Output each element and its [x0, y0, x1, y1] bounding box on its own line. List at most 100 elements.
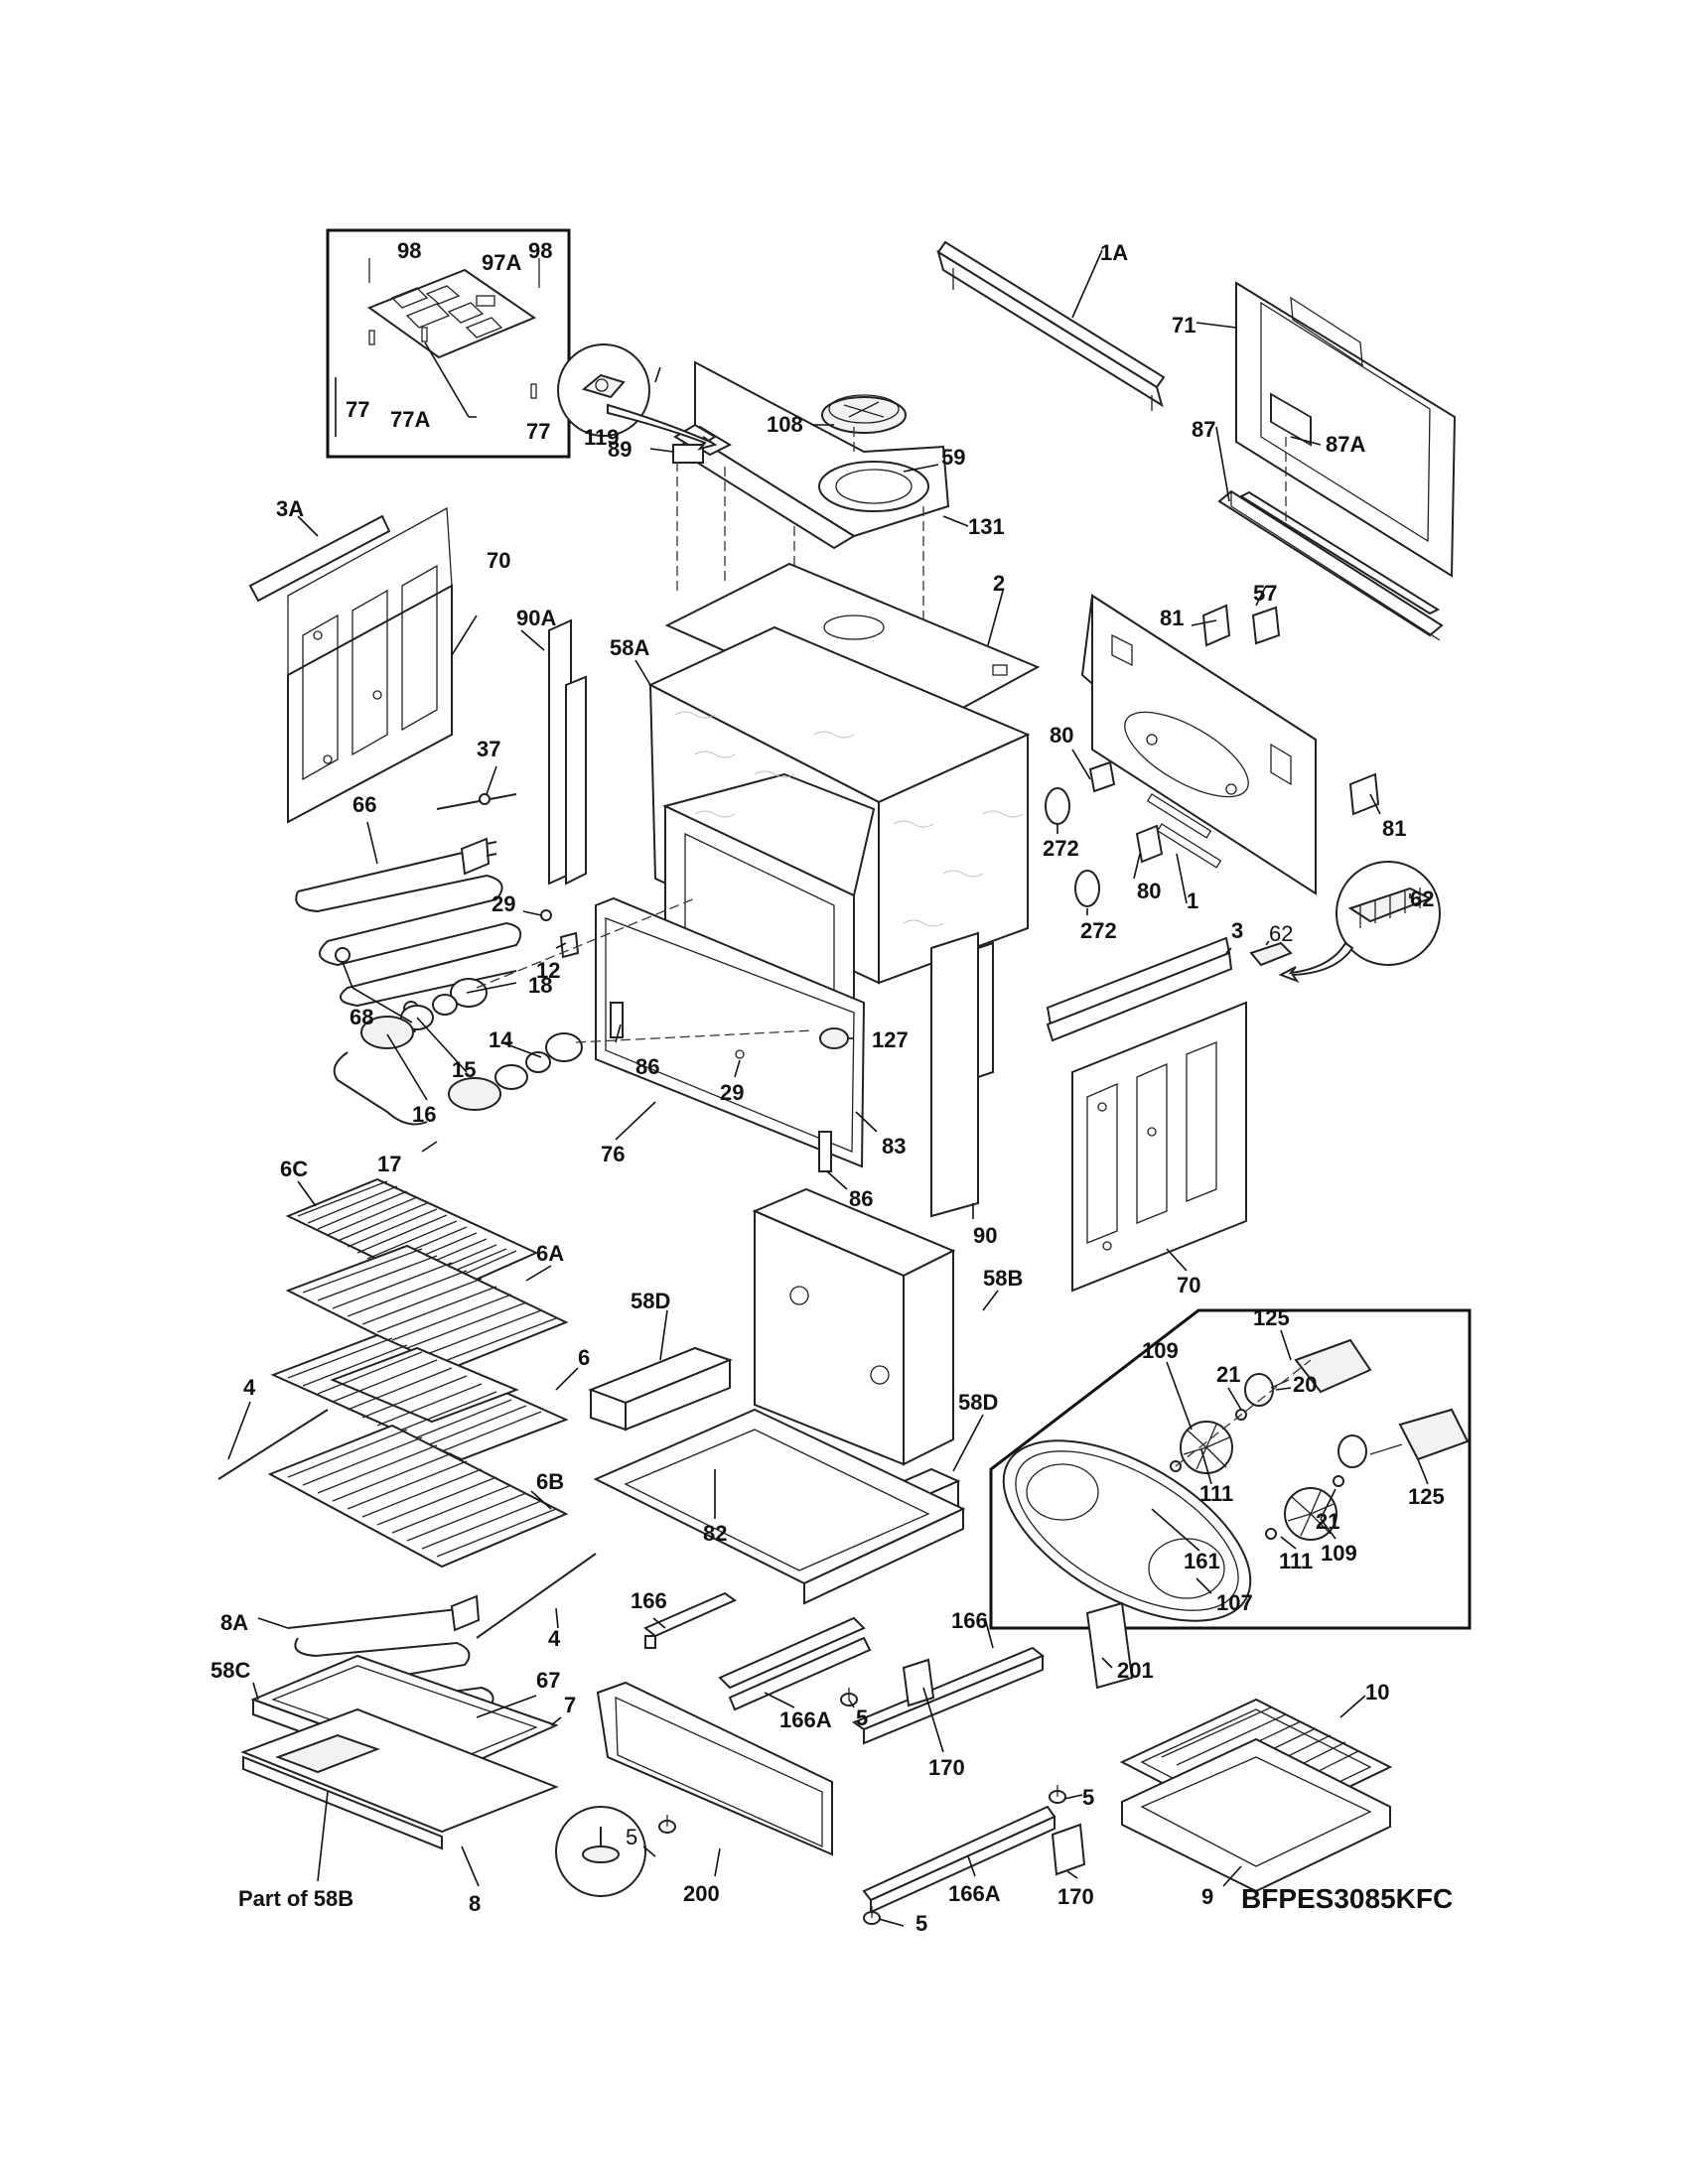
label-77: 77 [526, 419, 550, 444]
label-97A: 97A [482, 250, 521, 275]
label-62: 62 [1410, 887, 1434, 911]
label-87A: 87A [1326, 432, 1365, 457]
label-10: 10 [1365, 1680, 1389, 1705]
label-58A: 58A [610, 635, 649, 660]
control-board-inset [326, 228, 571, 459]
side-insulation-left [548, 618, 587, 886]
label-6B: 6B [536, 1469, 564, 1494]
label-108: 108 [767, 412, 803, 437]
label-86: 86 [635, 1054, 659, 1079]
rear-top-rail [936, 240, 1166, 411]
label-98: 98 [528, 238, 552, 263]
right-side-panel [1071, 1001, 1247, 1293]
label-68: 68 [350, 1005, 373, 1029]
label-3A: 3A [276, 496, 304, 521]
label-2: 2 [993, 571, 1005, 596]
label-58D: 58D [958, 1390, 998, 1415]
label-58C: 58C [211, 1658, 250, 1683]
label-77: 77 [346, 397, 369, 422]
oven-lamp-assembly [333, 897, 815, 1126]
label-66: 66 [352, 792, 376, 817]
label-81: 81 [1160, 606, 1184, 630]
label-5: 5 [915, 1911, 927, 1936]
label-4: 4 [243, 1375, 256, 1400]
label-80: 80 [1137, 879, 1161, 903]
label-272: 272 [1080, 918, 1117, 943]
label-201: 201 [1117, 1658, 1154, 1683]
label-131: 131 [968, 514, 1005, 539]
convection-fan-inset [989, 1308, 1472, 1630]
label-59: 59 [941, 445, 965, 470]
side-insulation-right [930, 931, 994, 1218]
label-83: 83 [882, 1134, 906, 1159]
label-80: 80 [1050, 723, 1073, 748]
left-side-panel [248, 506, 453, 824]
label-3: 3 [1231, 918, 1243, 943]
label-1: 1 [1187, 888, 1198, 913]
label-76: 76 [601, 1142, 625, 1166]
label-111: 111 [1199, 1481, 1233, 1506]
label-166: 166 [951, 1608, 988, 1633]
label-109: 109 [1142, 1338, 1179, 1363]
label-9: 9 [1201, 1884, 1213, 1909]
label-29: 29 [720, 1080, 744, 1105]
oven-rack-6 [270, 1333, 569, 1461]
label-89: 89 [608, 437, 632, 462]
label-161: 161 [1184, 1549, 1220, 1573]
label-5: 5 [626, 1825, 637, 1849]
label-125: 125 [1253, 1305, 1290, 1330]
bake-element-upper [295, 837, 522, 1008]
spacers [1045, 787, 1100, 907]
label-166A: 166A [948, 1881, 1001, 1906]
label-6: 6 [578, 1345, 590, 1370]
label-57: 57 [1253, 581, 1277, 606]
label-71: 71 [1172, 313, 1196, 338]
oven-front-frame [595, 896, 866, 1172]
probe-receptacle [819, 1027, 849, 1049]
label-21: 21 [1316, 1509, 1339, 1534]
broil-element-assembly [240, 1594, 559, 1850]
bottom-frame [593, 1408, 966, 1605]
drawer-slides [643, 1591, 1056, 1914]
label-170: 170 [928, 1755, 965, 1780]
label-90: 90 [973, 1223, 997, 1248]
label-15: 15 [452, 1057, 476, 1082]
label-1A: 1A [1100, 240, 1128, 265]
label-170: 170 [1057, 1884, 1094, 1909]
label-70: 70 [487, 548, 510, 573]
label-81: 81 [1382, 816, 1406, 841]
label-5: 5 [856, 1706, 868, 1730]
part-labels: 98 97A 98 77 77A 77 1A 71 87 87A 108 89 … [211, 238, 1453, 1936]
label-87: 87 [1192, 417, 1215, 442]
label-17: 17 [377, 1152, 401, 1176]
label-82: 82 [703, 1521, 727, 1546]
label-119: 119 [584, 425, 620, 450]
label-90A: 90A [516, 606, 556, 630]
label-16: 16 [412, 1102, 436, 1127]
label-166: 166 [631, 1588, 667, 1613]
label-7: 7 [564, 1693, 576, 1717]
model-number: BFPES3085KFC [1241, 1883, 1453, 1914]
label-166A: 166A [779, 1707, 832, 1732]
broil-pan [1119, 1698, 1393, 1893]
label-107: 107 [1216, 1590, 1253, 1615]
leader-lines [227, 249, 1429, 1927]
label-109: 109 [1321, 1541, 1357, 1566]
label-77A: 77A [390, 407, 430, 432]
label-part-of-58B: Part of 58B [238, 1886, 353, 1911]
rack-support-right [476, 1553, 597, 1639]
leveling-leg-callout [555, 1806, 646, 1897]
label-272: 272 [1043, 836, 1079, 861]
label-58D: 58D [631, 1289, 670, 1313]
label-111: 111 [1279, 1549, 1313, 1573]
label-98: 98 [397, 238, 421, 263]
label-62: 62 [1269, 921, 1293, 946]
label-21: 21 [1216, 1362, 1240, 1387]
label-67: 67 [536, 1668, 560, 1693]
label-70: 70 [1177, 1273, 1200, 1297]
oven-rack-6B [267, 1424, 569, 1569]
thermostat-detail-callout [557, 343, 718, 451]
label-18: 18 [528, 973, 552, 998]
label-200: 200 [683, 1881, 720, 1906]
